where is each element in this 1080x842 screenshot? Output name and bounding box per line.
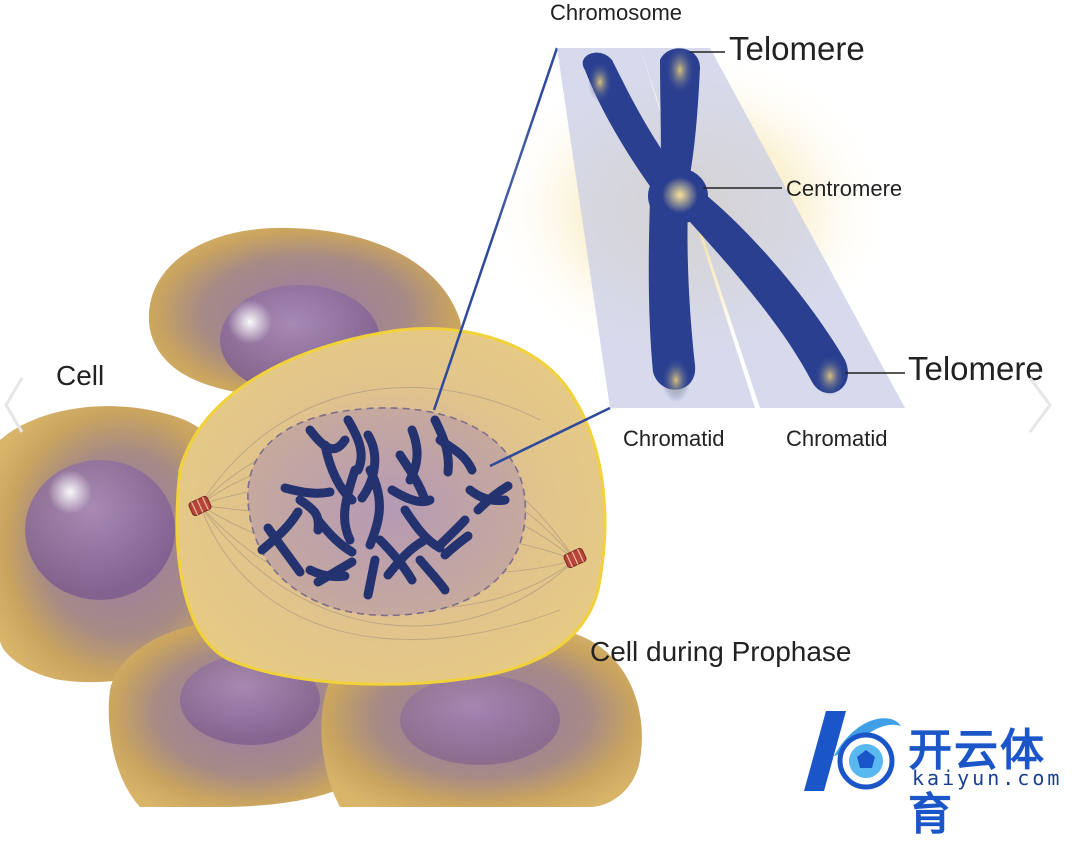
label-cell-during-prophase: Cell during Prophase bbox=[590, 636, 852, 667]
condensed-chromosomes bbox=[257, 415, 513, 600]
kaiyun-logo-latin: kaiyun.com bbox=[912, 766, 1063, 790]
label-chromosome: Chromosome bbox=[550, 0, 683, 25]
label-telomere-bottom: Telomere bbox=[908, 350, 1044, 387]
label-telomere-top: Telomere bbox=[729, 30, 865, 67]
bg-nucleus-bottom-left bbox=[180, 655, 320, 745]
carousel-next-button[interactable] bbox=[1022, 370, 1058, 440]
kaiyun-logo-mark bbox=[804, 711, 901, 791]
bg-nucleus-left bbox=[25, 460, 175, 600]
nucleus-shine-left bbox=[48, 470, 92, 514]
label-cell: Cell bbox=[56, 360, 105, 391]
chevron-left-icon bbox=[4, 377, 24, 433]
centriole-right bbox=[563, 547, 587, 569]
carousel-prev-button[interactable] bbox=[0, 370, 36, 440]
chromosome-highlights bbox=[588, 46, 845, 402]
prophase-cell bbox=[175, 326, 607, 686]
kaiyun-logo: 开云体育 kaiyun.com bbox=[796, 706, 1070, 840]
diagram-stage bbox=[0, 46, 905, 807]
nucleus-shine-top bbox=[228, 300, 272, 344]
centromere-spot bbox=[662, 177, 698, 213]
chromatid-band-right bbox=[640, 48, 905, 408]
chromosome-panel bbox=[490, 46, 905, 408]
label-chromatid-right: Chromatid bbox=[786, 426, 888, 451]
centriole-left bbox=[188, 495, 212, 517]
label-leader-lines bbox=[690, 51, 905, 374]
bg-nucleus-bottom-right bbox=[400, 675, 560, 765]
chevron-right-icon bbox=[1028, 377, 1052, 433]
chromatid-arm-lower-left bbox=[648, 200, 696, 390]
prophase-nucleus bbox=[247, 407, 527, 617]
label-chromatid-left: Chromatid bbox=[623, 426, 725, 451]
diagram-svg bbox=[0, 46, 905, 807]
chromatid-arm-lower-right bbox=[670, 190, 848, 394]
label-centromere: Centromere bbox=[786, 176, 903, 201]
